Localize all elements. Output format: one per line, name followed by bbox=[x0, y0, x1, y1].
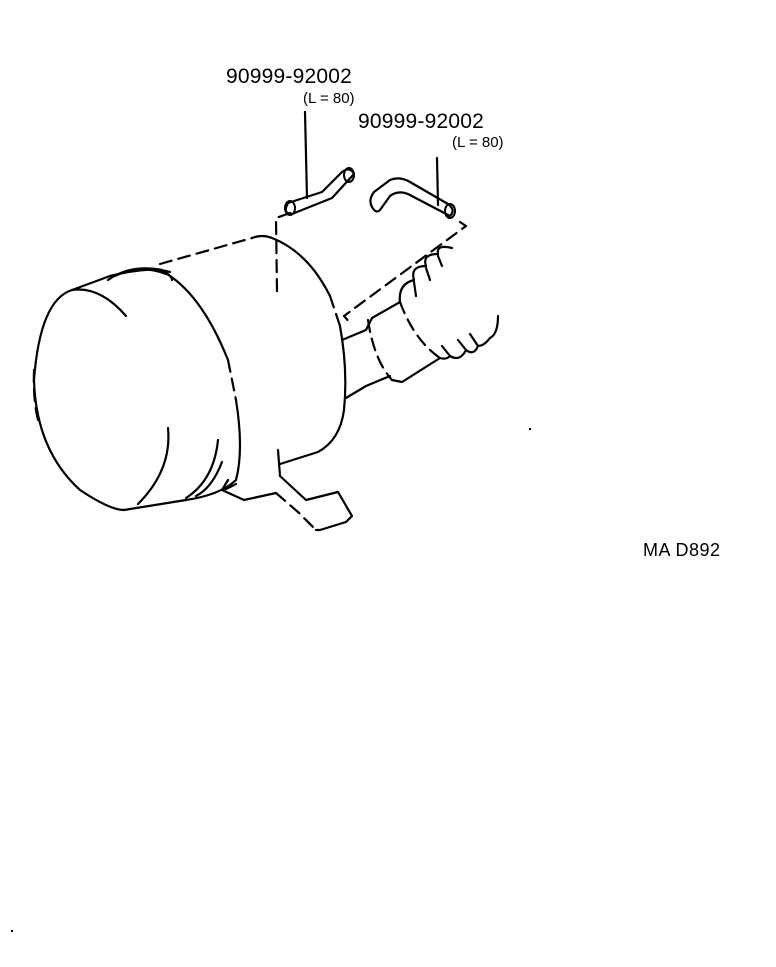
bracket-outer bbox=[278, 474, 354, 532]
bracket-tab bbox=[222, 482, 238, 492]
callout-length-left: (L = 80) bbox=[303, 90, 355, 107]
assembly-line-top bbox=[158, 236, 254, 266]
hose-right bbox=[369, 177, 456, 219]
callout-length-right: (L = 80) bbox=[452, 134, 504, 151]
callout-part-number-left: 90999-92002 bbox=[226, 65, 352, 88]
bracket-dash bbox=[274, 491, 318, 532]
assembly-line-right bbox=[342, 220, 468, 327]
assembly-line-left bbox=[274, 211, 292, 294]
hose-left bbox=[284, 167, 356, 216]
bracket bbox=[220, 478, 278, 502]
callout-part-number-right: 90999-92002 bbox=[358, 110, 484, 133]
speck bbox=[529, 428, 531, 430]
speck bbox=[11, 930, 13, 932]
leader-line-left bbox=[303, 110, 309, 200]
illustration-code: MA D892 bbox=[643, 540, 721, 560]
outlet-duct bbox=[340, 245, 500, 400]
air-cleaner-body bbox=[32, 234, 347, 512]
